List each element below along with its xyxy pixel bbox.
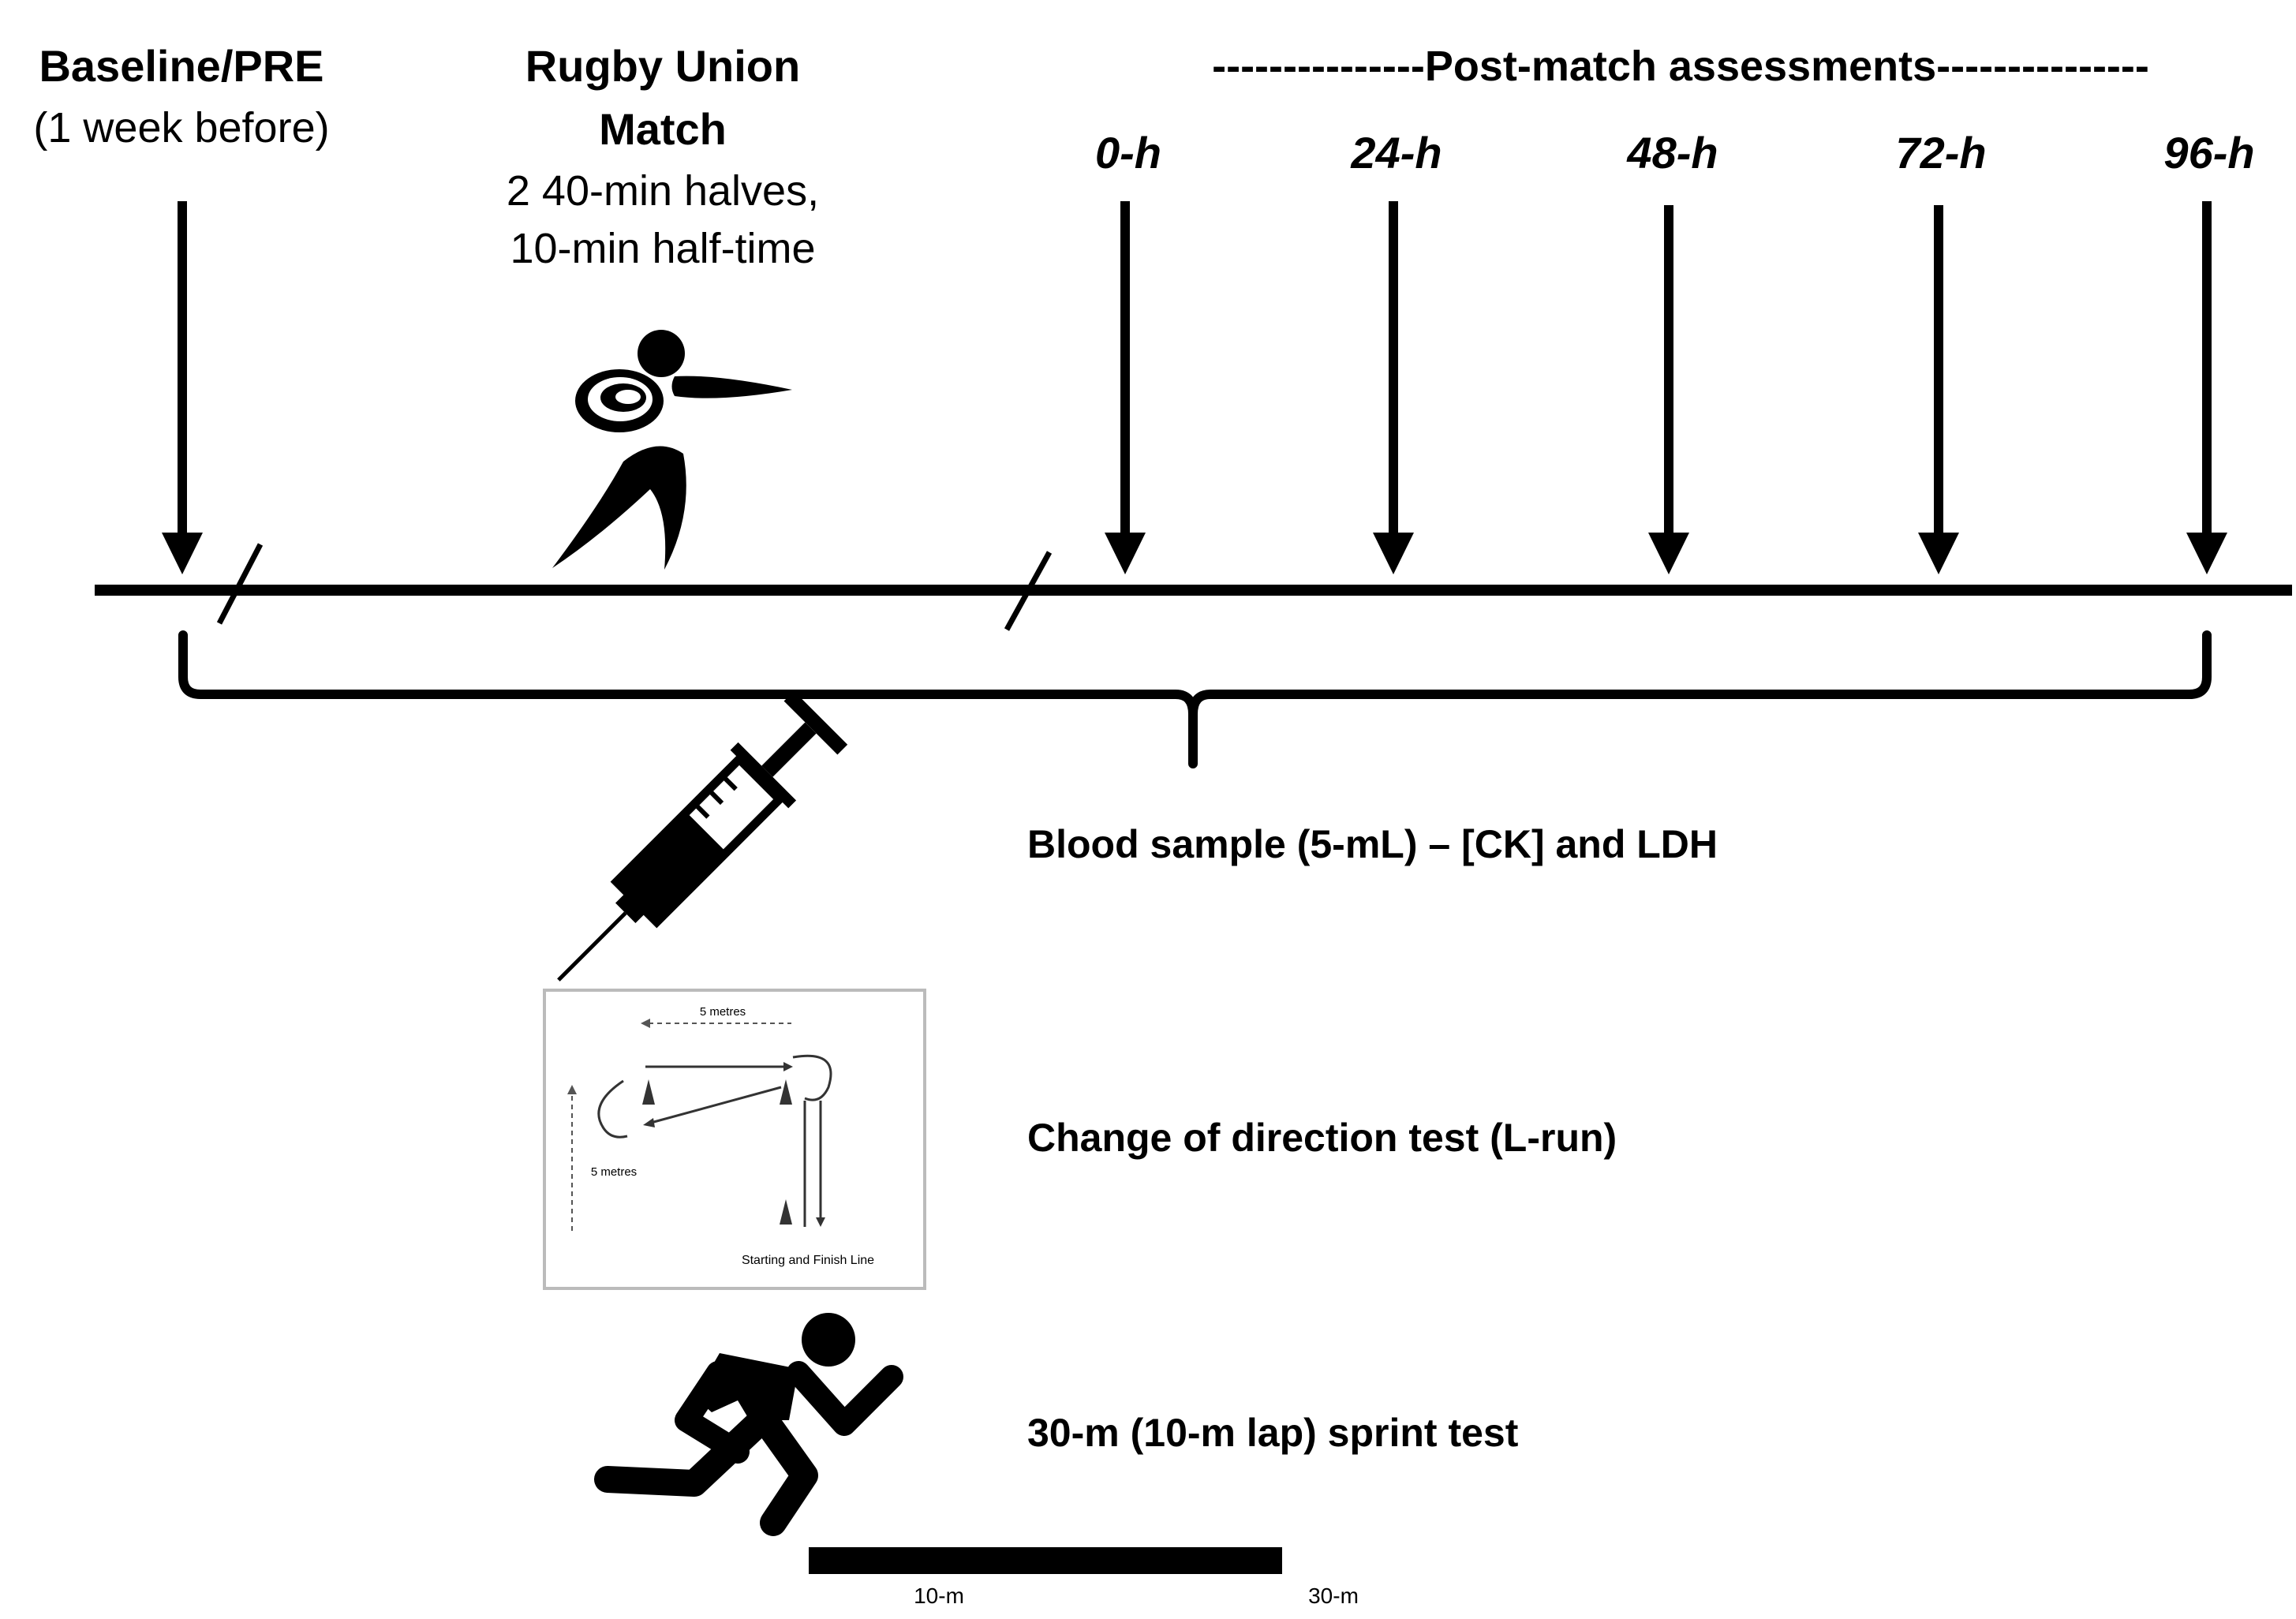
arrow-96h	[2186, 201, 2227, 574]
arrow-24h	[1373, 201, 1414, 574]
arrow-0h	[1105, 201, 1146, 574]
timepoint-72h: 72-h	[1895, 128, 1987, 178]
timepoint-24h: 24-h	[1351, 128, 1442, 178]
timepoint-0h: 0-h	[1095, 128, 1161, 178]
timepoint-96h: 96-h	[2163, 128, 2255, 178]
arrow-72h	[1918, 205, 1959, 574]
route-lines	[597, 1054, 832, 1227]
timepoint-48h: 48-h	[1627, 128, 1718, 178]
arrow-48h	[1648, 205, 1689, 574]
match-detail-1: 2 40-min halves,	[506, 167, 820, 215]
arrow-baseline	[162, 201, 203, 574]
side-distance-arrow	[567, 1085, 577, 1231]
match-title-2: Match	[599, 104, 727, 154]
syringe-icon	[557, 690, 848, 981]
scale-label-30m: 30-m	[1308, 1583, 1359, 1608]
lrun-start-finish-label: Starting and Finish Line	[742, 1254, 874, 1267]
timeline-break-1	[216, 543, 264, 625]
cod-test-label: Change of direction test (L-run)	[1027, 1116, 1617, 1160]
scale-label-10m: 10-m	[914, 1583, 964, 1608]
sprinter-icon	[594, 1313, 903, 1536]
cone-icon	[642, 1079, 792, 1225]
post-match-header: ---------------Post-match assessments---…	[1212, 43, 2149, 90]
timeline-break-2	[1004, 551, 1053, 631]
sprint-test-label: 30-m (10-m lap) sprint test	[1027, 1411, 1519, 1455]
rugby-player-icon	[552, 330, 792, 570]
lrun-side-distance-label: 5 metres	[591, 1165, 637, 1179]
lrun-diagram	[543, 989, 926, 1290]
match-detail-2: 10-min half-time	[510, 225, 816, 272]
sprint-scale-bar	[809, 1547, 1282, 1574]
baseline-subtitle: (1 week before)	[33, 104, 330, 151]
top-distance-arrow	[641, 1019, 791, 1028]
assessment-brace	[178, 630, 2212, 768]
baseline-title: Baseline/PRE	[39, 41, 324, 91]
match-title: Rugby Union	[525, 41, 801, 91]
lrun-top-distance-label: 5 metres	[700, 1005, 746, 1019]
blood-sample-label: Blood sample (5-mL) – [CK] and LDH	[1027, 822, 1718, 866]
